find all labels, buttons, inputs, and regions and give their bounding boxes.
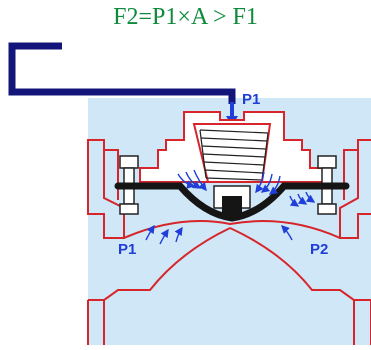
flow-arrows-upper-left	[177, 169, 207, 192]
flow-arrow-lower-right	[281, 225, 293, 241]
label-p1-top: P1	[242, 91, 260, 108]
label-p1-left: P1	[118, 241, 136, 258]
flow-arrows-lower-left	[145, 224, 183, 245]
valve-plug	[213, 185, 251, 218]
spring-coil	[199, 129, 269, 181]
formula-title: F2=P1×A > F1	[113, 4, 258, 30]
control-pipe	[8, 42, 236, 104]
label-p2-right: P2	[310, 241, 328, 258]
flow-arrows-right-small	[289, 191, 316, 207]
flow-arrows-upper-right	[255, 171, 281, 195]
valve-body	[87, 220, 371, 345]
